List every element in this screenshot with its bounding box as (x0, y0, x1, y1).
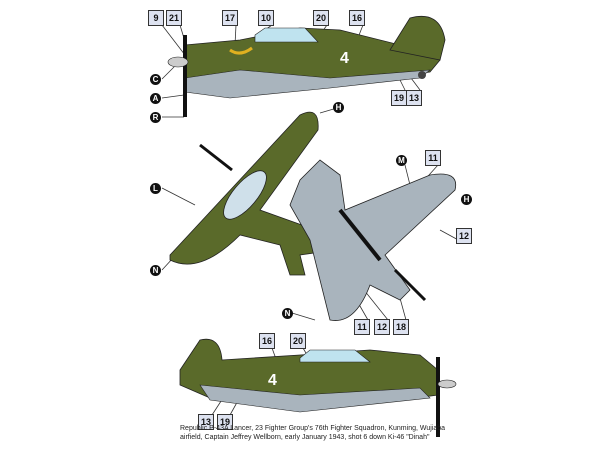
callout-18: 18 (393, 319, 409, 335)
callout-r: R (150, 112, 161, 123)
callout-21: 21 (166, 10, 182, 26)
callout-16-bottom: 16 (259, 333, 275, 349)
callout-a: A (150, 93, 161, 104)
callout-11-lower: 11 (354, 319, 370, 335)
caption-line-2: airfield, Captain Jeffrey Wellborn, earl… (180, 434, 430, 441)
callout-h-lower: H (461, 194, 472, 205)
plan-view-lower (289, 159, 457, 321)
callout-m: M (396, 155, 407, 166)
callout-19: 19 (391, 90, 407, 106)
callout-9: 9 (148, 10, 164, 26)
callout-l: L (150, 183, 161, 194)
callout-h: H (333, 102, 344, 113)
plan-view-upper (169, 111, 336, 276)
fuselage-code-top: 4 (340, 50, 349, 67)
callout-20-bottom: 20 (290, 333, 306, 349)
callout-c: C (150, 74, 161, 85)
callout-12-lower: 12 (374, 319, 390, 335)
callout-11: 11 (425, 150, 441, 166)
callout-n: N (150, 265, 161, 276)
callout-20: 20 (313, 10, 329, 26)
callout-12: 12 (456, 228, 472, 244)
callout-17: 17 (222, 10, 238, 26)
side-view-top-aircraft (167, 15, 446, 117)
callout-10: 10 (258, 10, 274, 26)
fuselage-code-bottom: 4 (268, 372, 277, 389)
caption-line-1: Republic P-43A Lancer, 23 Fighter Group'… (180, 425, 446, 432)
callout-13-bottom: 13 (198, 414, 214, 430)
callout-n-lower: N (282, 308, 293, 319)
caption: Republic P-43A Lancer, 23 Fighter Group'… (180, 424, 480, 442)
callout-16: 16 (349, 10, 365, 26)
side-view-bottom-aircraft (179, 338, 457, 437)
callout-19-bottom: 19 (217, 414, 233, 430)
callout-13: 13 (406, 90, 422, 106)
